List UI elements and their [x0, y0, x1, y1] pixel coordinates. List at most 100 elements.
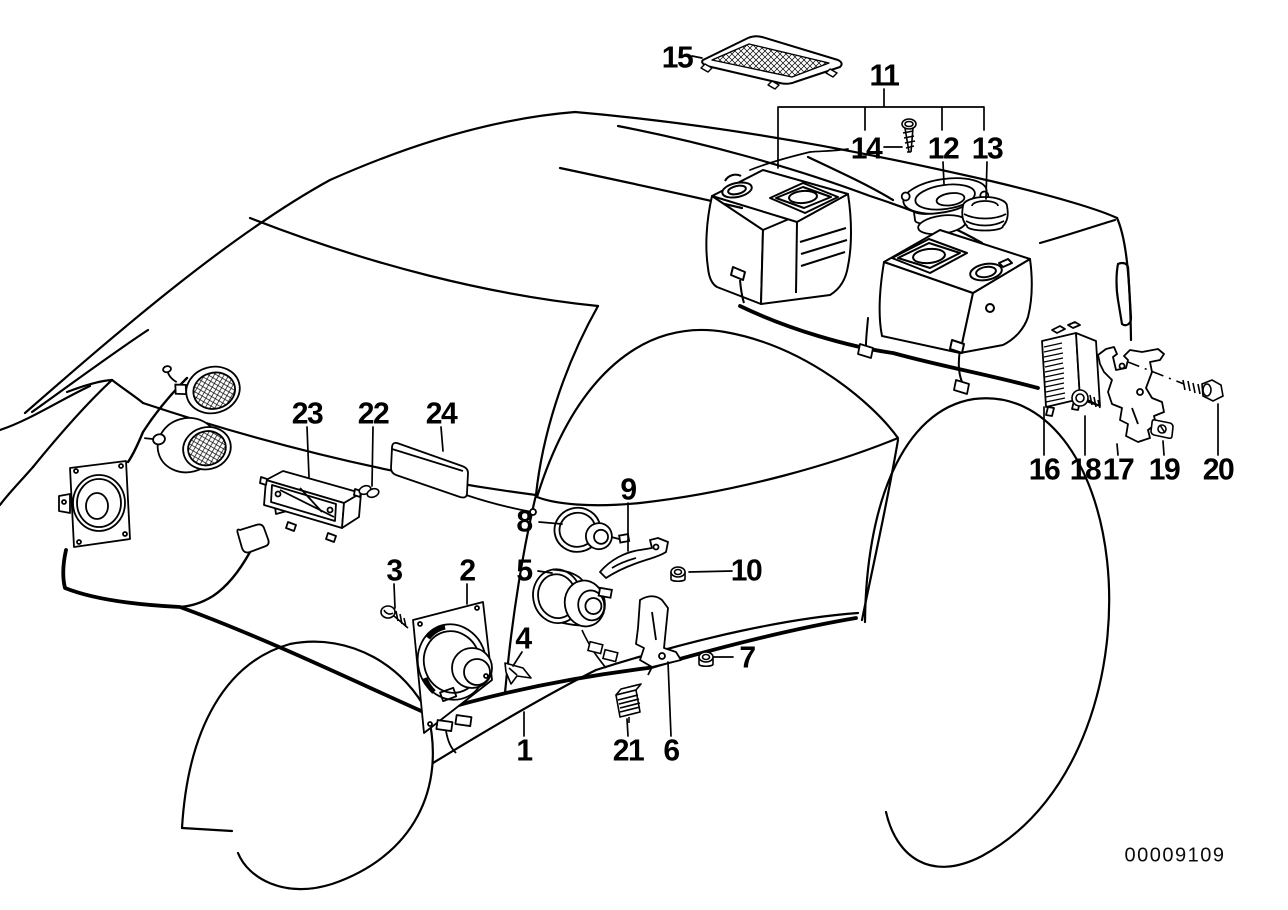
frame-tab-screw [61, 499, 67, 505]
grommet-cap [961, 196, 1009, 232]
bracket6-foot [647, 666, 653, 676]
panel-body [390, 441, 469, 499]
leader-17 [1116, 443, 1119, 456]
hex-bolt [1127, 361, 1224, 402]
door-speaker-terminal-2 [454, 714, 473, 727]
document-number: 00009109 [1124, 844, 1226, 867]
cage-hole-2 [326, 506, 334, 514]
mid-wire-terminal-2 [601, 648, 619, 663]
panel-frame-line [391, 448, 464, 472]
bolt20-head-face [1202, 383, 1212, 397]
hood-edge [0, 384, 92, 432]
leader-15 [691, 55, 703, 59]
leader-11 [777, 88, 985, 169]
clip4-detail [508, 667, 518, 676]
console-front-opening-inner [775, 186, 832, 209]
frame-hole [85, 492, 109, 520]
callout-12: 12 [927, 130, 960, 166]
callout-8: 8 [516, 503, 533, 539]
console-rear-hole [912, 247, 946, 265]
callout-21: 21 [612, 732, 645, 768]
bracket-6 [635, 595, 682, 676]
console-rear-right-face [959, 258, 1033, 354]
door-speaker-dome-2 [463, 658, 491, 686]
trunk-crease [1038, 218, 1117, 245]
callout-9: 9 [620, 471, 637, 507]
callout-22: 22 [357, 395, 390, 431]
leader-19 [1162, 440, 1165, 456]
cowl [110, 378, 145, 405]
taillight [1115, 261, 1133, 327]
harness-shelf [738, 304, 1040, 390]
callout-18: 18 [1069, 451, 1102, 487]
clip-on-shelf [857, 343, 874, 359]
callout-15: 15 [661, 39, 694, 75]
connector-pod [236, 523, 270, 554]
cage-tabs [259, 476, 362, 543]
tweeter-upper-stem [166, 371, 178, 383]
console-rear-screw [985, 303, 995, 313]
cage-opening [270, 484, 337, 522]
connector21-ribs [617, 694, 641, 713]
callout-4: 4 [515, 620, 532, 656]
door-speaker-slot-2 [422, 677, 436, 694]
rear-speaker-grille [700, 35, 843, 90]
rear-wheel-arch [863, 397, 1109, 624]
door-speaker-screw2 [474, 605, 480, 611]
panel-wire [465, 494, 533, 513]
a-pillar-front [30, 328, 150, 414]
leader-24 [440, 426, 444, 452]
door-rear-edge [860, 438, 900, 622]
bracket-9 [599, 537, 669, 579]
console-front-clip [730, 266, 746, 281]
screw-14 [901, 118, 917, 153]
mid-speaker [532, 568, 613, 628]
console-cup-inner [727, 184, 747, 196]
leader-10 [688, 570, 733, 573]
harness-sill [61, 548, 858, 716]
front-connector-wire [178, 550, 252, 609]
leader-5 [537, 570, 553, 574]
flange-ear-left [900, 191, 911, 202]
fender-front [0, 465, 35, 507]
panel-wire-end [529, 508, 537, 516]
nut10-hole [673, 568, 683, 576]
callout-11: 11 [869, 57, 900, 93]
door-speaker-wire [445, 730, 457, 754]
amplifier [1041, 321, 1101, 417]
windshield-header [248, 216, 600, 308]
harness-clips [857, 343, 970, 395]
door-speaker-slot-1 [426, 624, 446, 640]
console-front-bands [799, 227, 848, 267]
console-rear-opening-inner [897, 242, 961, 269]
frame-screw-2 [118, 463, 124, 469]
screw-threads [902, 130, 916, 149]
bracket9-hole [652, 543, 660, 551]
bolt20-threads [1182, 379, 1201, 395]
leader-4 [512, 651, 523, 667]
console-cup-handle [724, 173, 742, 182]
frame-cone-rim [76, 478, 122, 528]
bolt-18 [1071, 389, 1101, 409]
callout-3: 3 [386, 552, 403, 588]
clip-on-shelf-2 [953, 379, 970, 395]
front-speaker-frame [58, 460, 131, 548]
console-rear-cup-inner [975, 265, 997, 279]
cage-hole-1 [274, 490, 282, 498]
tweeter-upper-mesh [192, 371, 236, 410]
leader-8 [538, 521, 563, 525]
frame-screw-3 [122, 531, 128, 537]
callout-5: 5 [516, 552, 533, 588]
bolt18-shaft [1087, 394, 1101, 409]
door-bottom [594, 611, 860, 672]
callout-10: 10 [730, 552, 763, 588]
callout-17: 17 [1102, 451, 1135, 487]
bracket-slot [1131, 407, 1139, 425]
mid-speaker-terminal [597, 586, 613, 599]
leader-3 [393, 583, 396, 609]
grille-feet [700, 63, 838, 90]
grille-mesh [711, 43, 830, 78]
nut7-hole [701, 653, 711, 661]
console-front-wire [739, 279, 745, 304]
